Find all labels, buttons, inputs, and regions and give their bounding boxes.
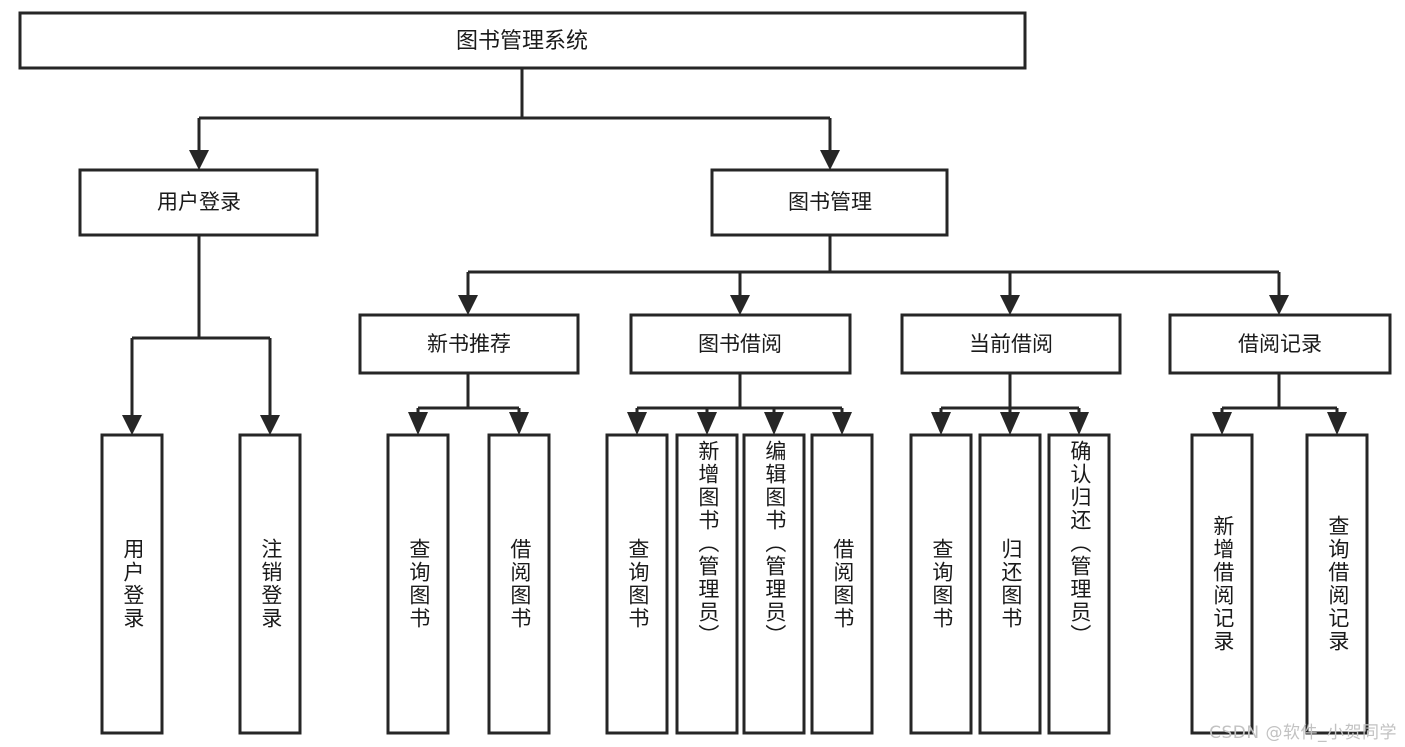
node-book-manage-box[interactable] <box>710 168 949 237</box>
node-new-book-recommend-label: 新书推荐 <box>427 332 511 356</box>
arrowhead-book-manage <box>820 150 840 170</box>
leaf-label: 归还图书 <box>998 538 1023 630</box>
arrowhead-nb-c2 <box>509 412 529 435</box>
connectors-user-login <box>122 235 280 435</box>
leaf-borrow-record-1[interactable]: 新增借阅记录 <box>1190 433 1254 735</box>
arrowhead-bb-c2 <box>697 412 717 435</box>
arrowhead-ul-c1 <box>122 415 142 435</box>
leaf-box[interactable] <box>100 433 164 735</box>
node-book-manage-label: 图书管理 <box>788 190 872 214</box>
leaf-label: 查询借阅记录 <box>1325 515 1350 653</box>
leaf-book-borrow-3[interactable]: 编辑图书（管理员） <box>742 433 806 735</box>
leaf-new-book-2[interactable]: 借阅图书 <box>487 433 551 735</box>
leaf-box[interactable] <box>675 433 739 735</box>
leaf-new-book-1[interactable]: 查询图书 <box>386 433 450 735</box>
node-book-borrow[interactable]: 图书借阅 <box>629 313 852 375</box>
leaf-box[interactable] <box>978 433 1042 735</box>
leaf-book-borrow-1[interactable]: 查询图书 <box>605 433 669 735</box>
node-new-book-recommend[interactable]: 新书推荐 <box>358 313 580 375</box>
leaf-book-borrow-4[interactable]: 借阅图书 <box>810 433 874 735</box>
arrowhead-br-c2 <box>1327 412 1347 435</box>
node-book-manage[interactable]: 图书管理 <box>710 168 949 237</box>
leaf-current-borrow-2[interactable]: 归还图书 <box>978 433 1042 735</box>
leaf-label: 用户登录 <box>120 538 145 630</box>
arrowhead-bm-c4 <box>1269 295 1289 315</box>
leaf-box[interactable] <box>1305 433 1369 735</box>
leaf-current-borrow-1[interactable]: 查询图书 <box>909 433 973 735</box>
leaf-label: 确认归还（管理员） <box>1067 440 1092 647</box>
arrowhead-bm-c3 <box>1000 295 1020 315</box>
connectors-new-book <box>408 373 529 435</box>
leaf-user-login-1[interactable]: 用户登录 <box>100 433 164 735</box>
leaf-label: 借阅图书 <box>830 538 855 630</box>
connectors-root <box>189 68 840 170</box>
leaf-label: 查询图书 <box>406 538 431 630</box>
arrowhead-nb-c1 <box>408 412 428 435</box>
leaf-borrow-record-2[interactable]: 查询借阅记录 <box>1305 433 1369 735</box>
node-book-borrow-box[interactable] <box>629 313 852 375</box>
leaf-box[interactable] <box>1047 433 1111 735</box>
leaf-label: 注销登录 <box>258 538 283 630</box>
leaf-box[interactable] <box>238 433 302 735</box>
node-borrow-record-box[interactable] <box>1168 313 1392 375</box>
arrowhead-br-c1 <box>1212 412 1232 435</box>
leaf-label: 查询图书 <box>625 538 650 630</box>
node-user-login-box[interactable] <box>78 168 319 237</box>
node-root[interactable]: 图书管理系统 <box>18 11 1027 70</box>
leaf-label: 编辑图书（管理员） <box>762 440 787 647</box>
node-root-label: 图书管理系统 <box>456 29 588 54</box>
leaf-label: 新增图书（管理员） <box>695 440 720 647</box>
node-root-box[interactable] <box>18 11 1027 70</box>
leaf-box[interactable] <box>386 433 450 735</box>
leaf-box[interactable] <box>1190 433 1254 735</box>
arrowhead-bb-c3 <box>764 412 784 435</box>
leaf-current-borrow-3[interactable]: 确认归还（管理员） <box>1047 433 1111 735</box>
leaf-label: 借阅图书 <box>507 538 532 630</box>
leaf-box[interactable] <box>605 433 669 735</box>
node-user-login[interactable]: 用户登录 <box>78 168 319 237</box>
leaf-user-login-2[interactable]: 注销登录 <box>238 433 302 735</box>
connectors-book-borrow <box>627 373 852 435</box>
node-book-borrow-label: 图书借阅 <box>698 332 782 356</box>
leaf-box[interactable] <box>810 433 874 735</box>
arrowhead-bb-c4 <box>832 412 852 435</box>
node-new-book-recommend-box[interactable] <box>358 313 580 375</box>
node-user-login-label: 用户登录 <box>157 190 241 214</box>
leaf-label: 查询图书 <box>929 538 954 630</box>
leaf-box[interactable] <box>487 433 551 735</box>
node-current-borrow-label: 当前借阅 <box>969 332 1053 356</box>
connectors-current-borrow <box>931 373 1089 435</box>
arrowhead-cb-c3 <box>1069 412 1089 435</box>
node-borrow-record[interactable]: 借阅记录 <box>1168 313 1392 375</box>
leaf-box[interactable] <box>909 433 973 735</box>
arrowhead-bm-c2 <box>730 295 750 315</box>
leaf-box[interactable] <box>742 433 806 735</box>
leaf-label: 新增借阅记录 <box>1210 515 1235 653</box>
csdn-watermark: CSDN @软件_小贺同学 <box>1209 723 1397 743</box>
connectors-borrow-record <box>1212 373 1347 435</box>
connectors-book-manage <box>458 235 1289 315</box>
node-current-borrow-box[interactable] <box>900 313 1122 375</box>
node-current-borrow[interactable]: 当前借阅 <box>900 313 1122 375</box>
arrowhead-bb-c1 <box>627 412 647 435</box>
arrowhead-ul-c2 <box>260 415 280 435</box>
arrowhead-user-login <box>189 150 209 170</box>
arrowhead-cb-c2 <box>1000 412 1020 435</box>
leaf-book-borrow-2[interactable]: 新增图书（管理员） <box>675 433 739 735</box>
arrowhead-bm-c1 <box>458 295 478 315</box>
node-borrow-record-label: 借阅记录 <box>1238 332 1322 356</box>
arrowhead-cb-c1 <box>931 412 951 435</box>
